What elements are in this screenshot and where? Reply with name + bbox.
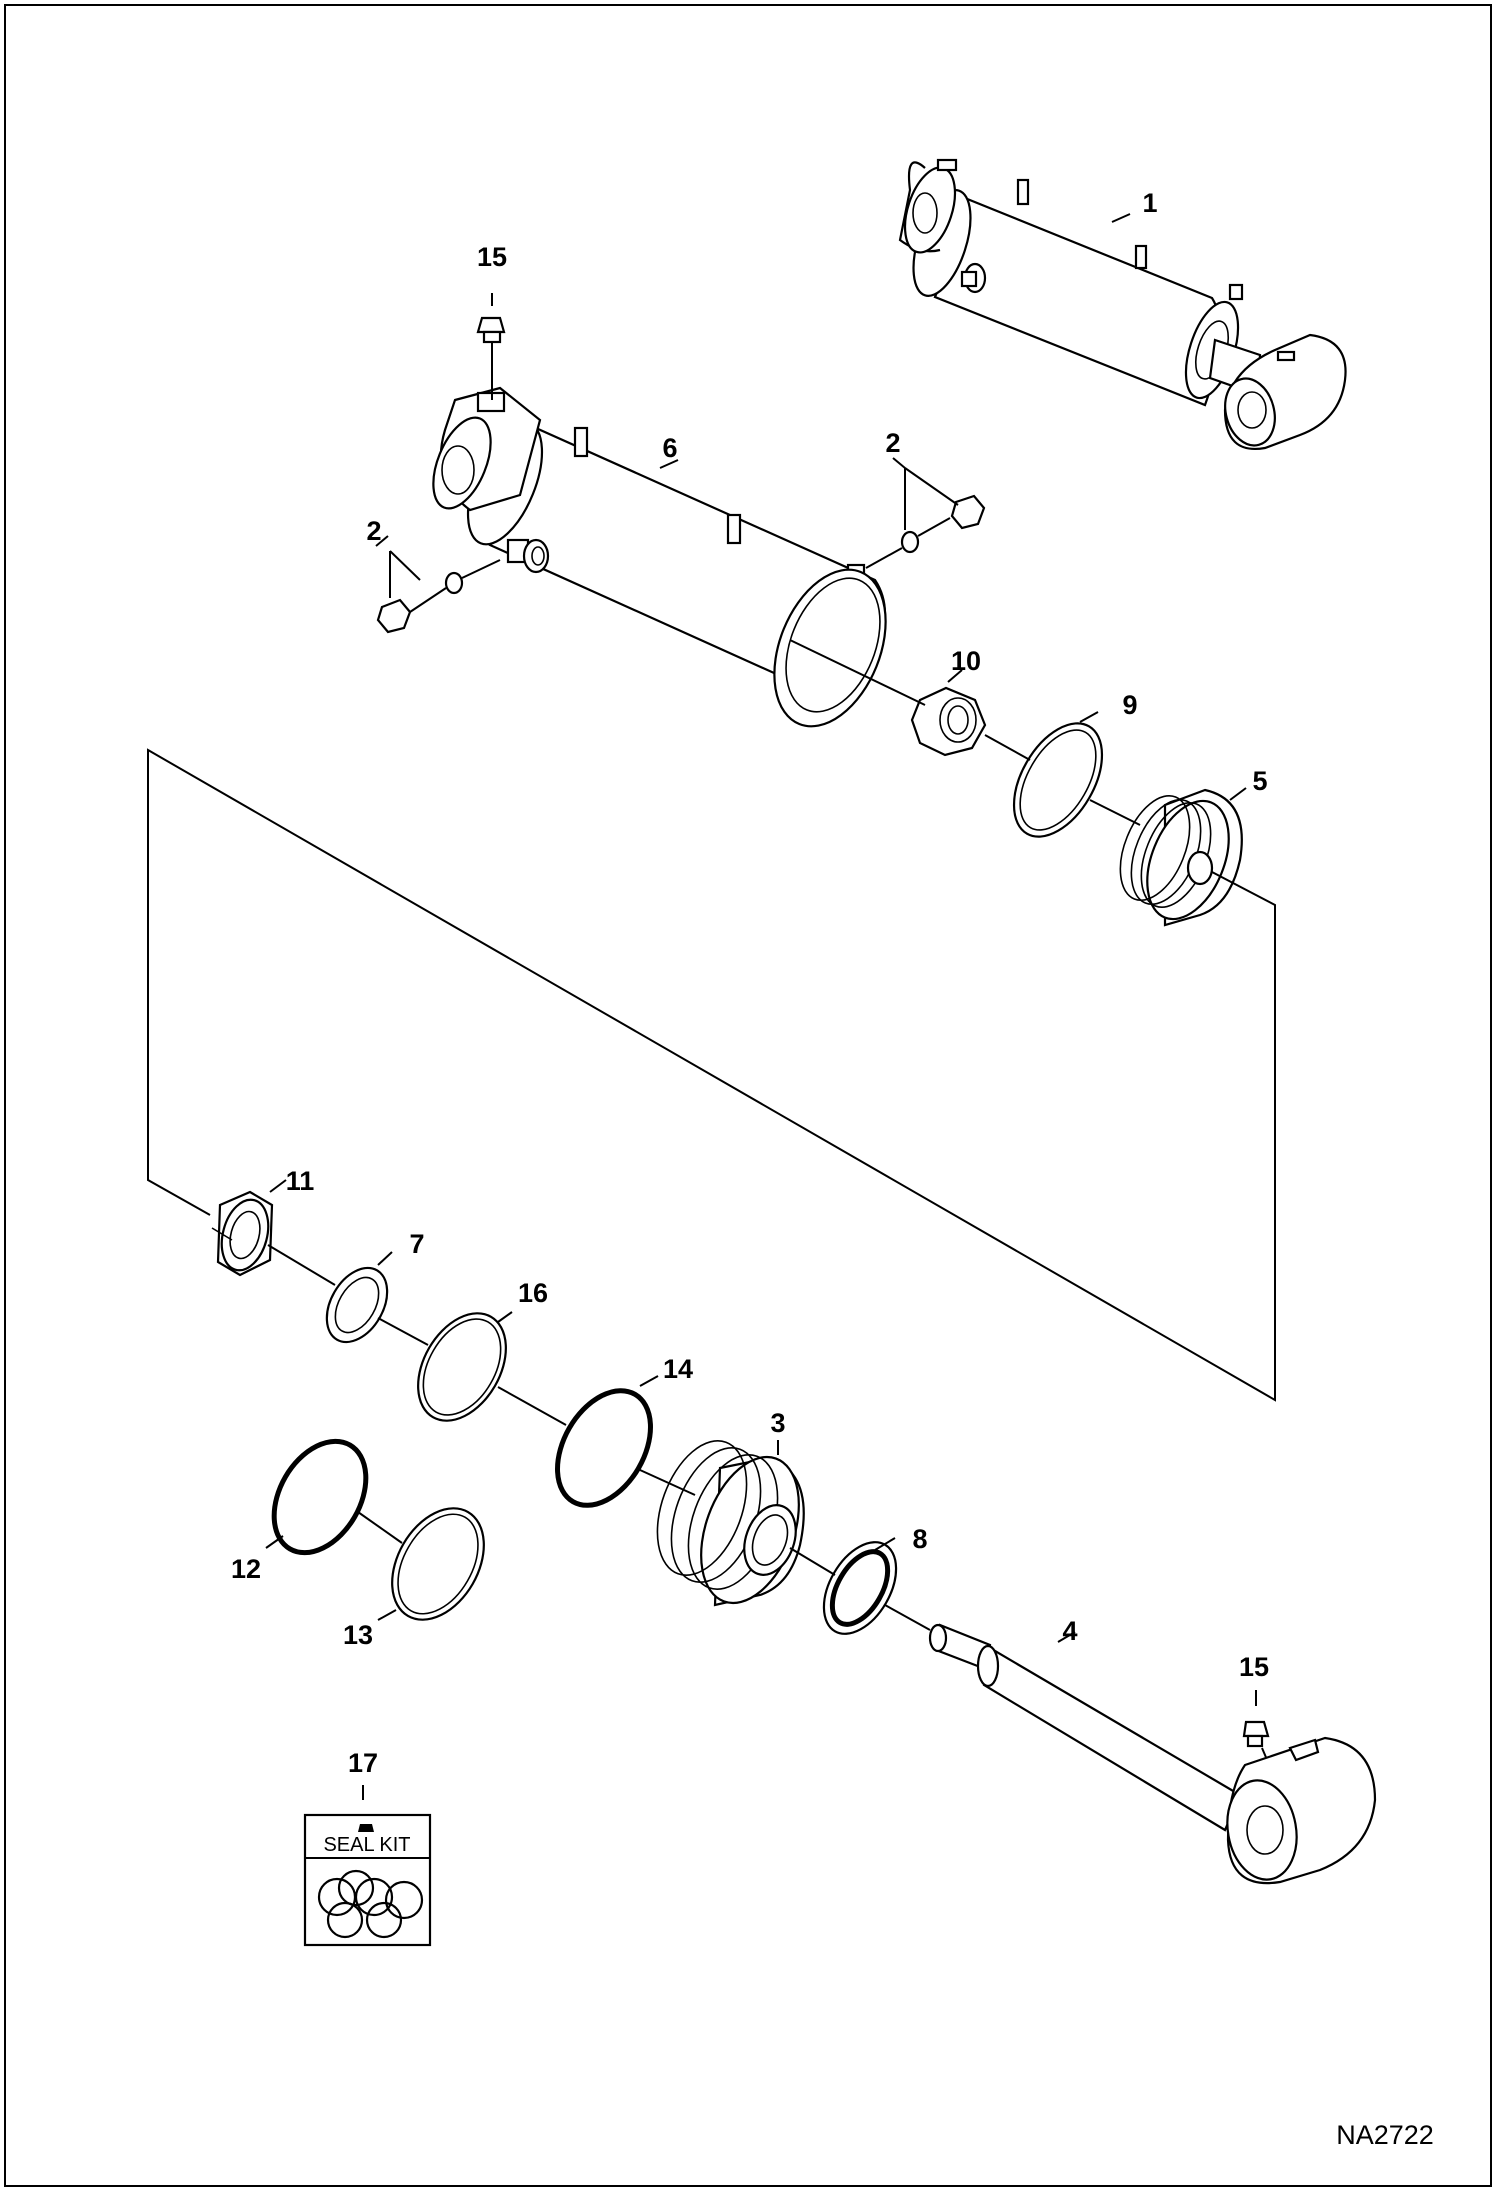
part-6-barrel xyxy=(432,386,887,728)
callout-3: 3 xyxy=(770,1408,785,1438)
callout-5: 5 xyxy=(1252,766,1267,796)
callout-12: 12 xyxy=(231,1554,261,1584)
callout-7: 7 xyxy=(409,1229,424,1259)
part-10-nut xyxy=(910,686,987,757)
part-17-seal-kit xyxy=(303,1813,432,1947)
part-12-o-ring xyxy=(271,1438,369,1556)
callout-1: 1 xyxy=(1142,188,1157,218)
part-1-cylinder-assembly xyxy=(898,158,1347,451)
part-11-lock-nut xyxy=(211,1190,274,1277)
callout-14: 14 xyxy=(663,1354,693,1384)
callout-2-left: 2 xyxy=(366,516,381,546)
callout-10: 10 xyxy=(951,646,981,676)
part-8-rod-seal xyxy=(822,1541,898,1635)
part-7-wiper xyxy=(325,1266,389,1344)
callout-15-top: 15 xyxy=(477,242,507,272)
part-13-backup-ring xyxy=(391,1507,485,1621)
part-4-rod xyxy=(928,1623,1377,1885)
callout-6: 6 xyxy=(662,433,677,463)
callout-4: 4 xyxy=(1062,1616,1077,1646)
part-15-grease-fitting-top xyxy=(476,293,506,400)
drawing-code: NA2722 xyxy=(1336,2120,1434,2150)
callout-11: 11 xyxy=(286,1166,315,1196)
part-16-backup-ring xyxy=(417,1312,507,1422)
part-2-plug-left xyxy=(376,550,501,634)
callout-15-bottom: 15 xyxy=(1239,1652,1269,1682)
leader-lines xyxy=(265,213,1247,1800)
callout-13: 13 xyxy=(343,1620,373,1650)
callout-8: 8 xyxy=(912,1524,927,1554)
part-3-gland xyxy=(656,1440,805,1607)
callout-9: 9 xyxy=(1122,690,1137,720)
part-2-plug-right xyxy=(865,467,986,569)
part-5-piston xyxy=(1119,788,1243,927)
callout-17: 17 xyxy=(348,1748,378,1778)
callout-16: 16 xyxy=(518,1278,548,1308)
callout-2-right: 2 xyxy=(885,428,900,458)
part-14-o-ring xyxy=(555,1388,653,1508)
part-9-backup-ring xyxy=(1012,722,1104,838)
seal-kit-label: SEAL KIT xyxy=(323,1834,410,1856)
